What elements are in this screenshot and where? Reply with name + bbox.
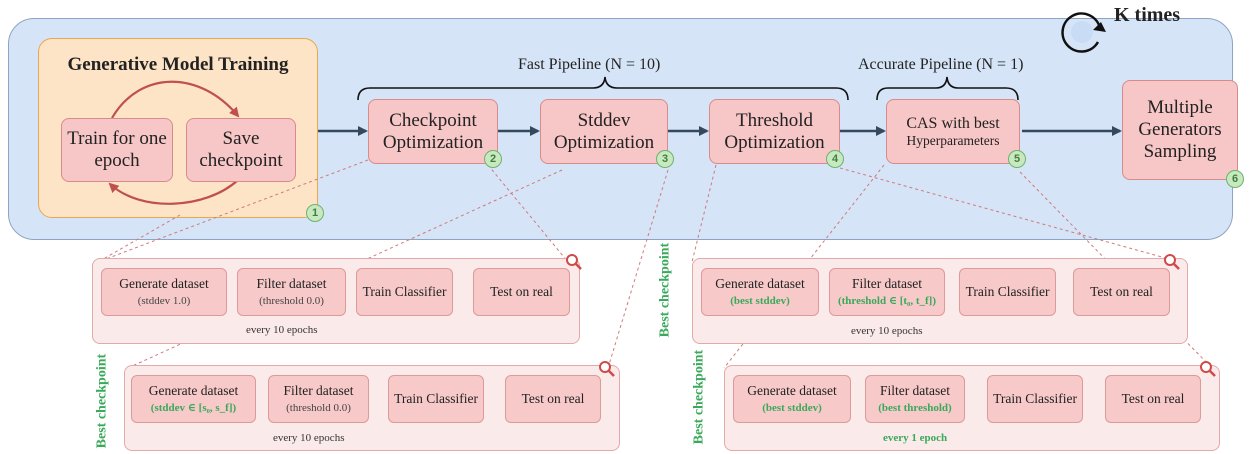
threshold-generate-sub: (best stddev) (730, 294, 790, 307)
save-checkpoint-box: Save checkpoint (186, 118, 296, 182)
checkpoint-filter-sub: (threshold 0.0) (259, 294, 324, 307)
magnifier-icon (1163, 253, 1181, 276)
threshold-filter-sub: (threshold ∈ [t₀, t_f]) (837, 294, 936, 307)
save-checkpoint-label: Save checkpoint (199, 128, 283, 171)
checkpoint-test-label: Test on real (490, 284, 553, 300)
magnifier-icon (565, 253, 583, 276)
checkpoint-footer: every 10 epochs (246, 324, 318, 336)
checkpoint-train-label: Train Classifier (362, 284, 447, 300)
threshold-optimization-box: Threshold Optimization (709, 99, 840, 164)
step-badge-3: 3 (656, 150, 674, 168)
train-epoch-label: Train for one epoch (67, 128, 167, 171)
stddev-optimization-box: Stddev Optimization (540, 99, 668, 164)
cas-filter-label: Filter dataset (879, 383, 951, 399)
checkpoint-generate-label: Generate dataset (119, 276, 209, 292)
stddev-generate-label: Generate dataset (148, 383, 239, 399)
train-epoch-box: Train for one epoch (61, 118, 173, 182)
stddev-test-label: Test on real (521, 391, 585, 407)
threshold-optimization-label: Threshold Optimization (724, 109, 825, 153)
stddev-filter-label: Filter dataset (283, 383, 354, 399)
threshold-filter-box: Filter dataset (threshold ∈ [t₀, t_f]) (829, 268, 945, 316)
stddev-generate-box: Generate dataset (stddev ∈ [s₀, s_f]) (131, 375, 256, 423)
multiple-generators-label: Multiple Generators Sampling (1138, 97, 1222, 162)
stddev-filter-sub: (threshold 0.0) (286, 401, 351, 414)
stddev-detail-panel: Generate dataset (stddev ∈ [s₀, s_f]) Fi… (124, 365, 620, 451)
k-times-label: K times (1114, 4, 1181, 26)
cas-footer: every 1 epoch (883, 432, 948, 444)
checkpoint-optimization-label: Checkpoint Optimization (382, 109, 484, 153)
threshold-best-checkpoint-label: Best checkpoint (657, 242, 673, 338)
threshold-train-label: Train Classifier (965, 284, 1050, 300)
step-badge-1: 1 (306, 204, 324, 222)
cas-test-box: Test on real (1105, 375, 1201, 423)
threshold-test-label: Test on real (1090, 284, 1153, 300)
checkpoint-test-box: Test on real (473, 268, 570, 316)
stddev-footer: every 10 epochs (273, 432, 345, 444)
loop-icon (1061, 12, 1106, 53)
cas-detail-panel: Generate dataset (best stddev) Filter da… (724, 365, 1220, 451)
step-badge-6: 6 (1226, 170, 1244, 188)
cas-train-label: Train Classifier (993, 391, 1077, 407)
cas-filter-sub: (best threshold) (878, 401, 952, 414)
stddev-filter-box: Filter dataset (threshold 0.0) (268, 375, 369, 423)
generative-title: Generative Model Training (67, 54, 289, 75)
threshold-detail-panel: Generate dataset (best stddev) Filter da… (692, 258, 1188, 344)
threshold-train-box: Train Classifier (959, 268, 1056, 316)
cas-best-checkpoint-label: Best checkpoint (691, 349, 707, 445)
stddev-train-label: Train Classifier (394, 391, 478, 407)
threshold-filter-label: Filter dataset (851, 276, 923, 292)
stddev-generate-sub: (stddev ∈ [s₀, s_f]) (150, 401, 237, 414)
threshold-generate-box: Generate dataset (best stddev) (701, 268, 819, 316)
stddev-test-box: Test on real (505, 375, 601, 423)
stddev-train-box: Train Classifier (388, 375, 484, 423)
threshold-footer: every 10 epochs (851, 325, 923, 337)
step-badge-5: 5 (1008, 150, 1026, 168)
cas-test-label: Test on real (1121, 391, 1185, 407)
stddev-best-checkpoint-label: Best checkpoint (94, 353, 110, 449)
multiple-generators-box: Multiple Generators Sampling (1122, 80, 1238, 180)
fast-pipeline-label: Fast Pipeline (N = 10) (518, 56, 661, 73)
cas-best-box: CAS with best Hyperparameters (886, 99, 1020, 164)
stddev-optimization-label: Stddev Optimization (553, 109, 655, 153)
fast-pipeline-bracket (357, 76, 849, 101)
threshold-test-box: Test on real (1073, 268, 1170, 316)
cas-hyperparameters-label: Hyperparameters (906, 132, 1000, 148)
cas-train-box: Train Classifier (987, 375, 1083, 423)
cas-generate-box: Generate dataset (best stddev) (733, 375, 851, 423)
cas-generate-sub: (best stddev) (762, 401, 822, 414)
checkpoint-filter-label: Filter dataset (256, 276, 327, 292)
checkpoint-detail-panel: Generate dataset (stddev 1.0) Filter dat… (92, 258, 580, 344)
cas-generate-label: Generate dataset (747, 383, 837, 399)
threshold-generate-label: Generate dataset (715, 276, 805, 292)
checkpoint-optimization-box: Checkpoint Optimization (368, 99, 498, 164)
magnifier-icon (598, 360, 616, 383)
step-badge-4: 4 (826, 150, 844, 168)
checkpoint-train-box: Train Classifier (356, 268, 453, 316)
accurate-pipeline-label: Accurate Pipeline (N = 1) (858, 56, 1024, 73)
step-badge-2: 2 (484, 150, 502, 168)
magnifier-icon (1199, 360, 1217, 383)
accurate-pipeline-bracket (876, 76, 1019, 101)
checkpoint-filter-box: Filter dataset (threshold 0.0) (237, 268, 346, 316)
cas-best-label: CAS with best (906, 114, 1000, 132)
checkpoint-generate-box: Generate dataset (stddev 1.0) (101, 268, 227, 316)
checkpoint-generate-sub: (stddev 1.0) (137, 294, 191, 307)
cas-filter-box: Filter dataset (best threshold) (865, 375, 965, 423)
